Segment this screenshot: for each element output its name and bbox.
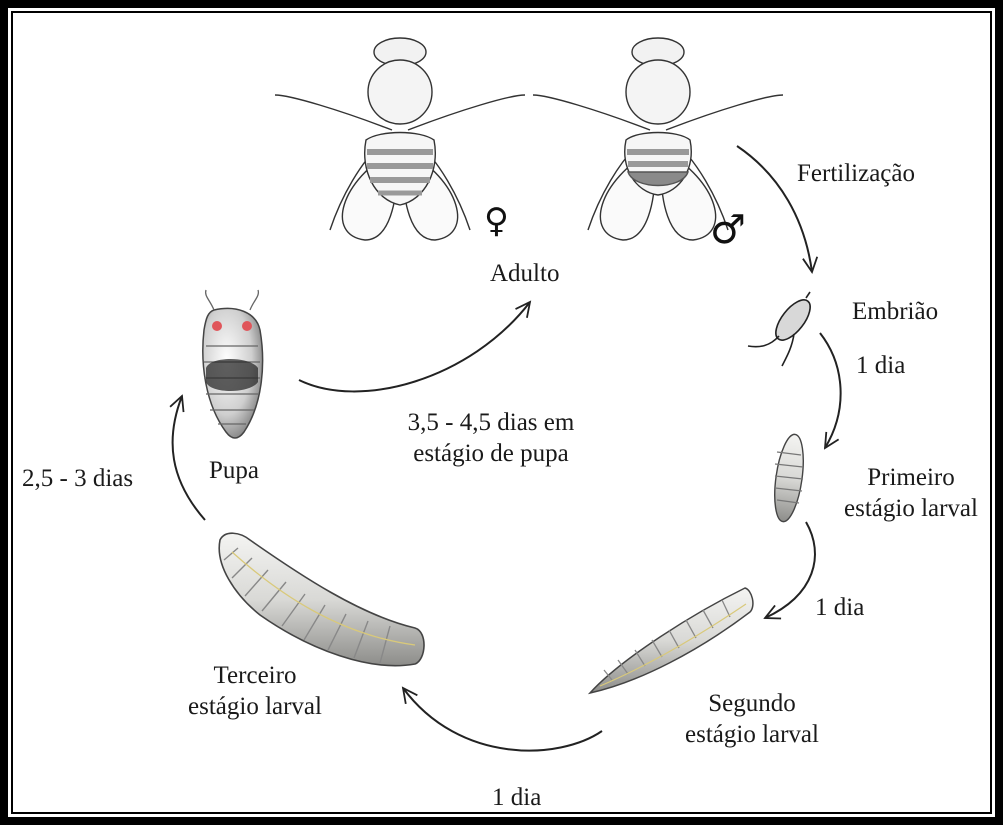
- second-larva-illustration: [590, 588, 753, 693]
- arrow-embryo-to-first: [820, 333, 841, 448]
- third-larva-illustration: [219, 533, 424, 665]
- label-fertilization: Fertilização: [797, 158, 915, 189]
- label-pupa-to-adult-line1: 3,5 - 4,5 dias em: [366, 407, 616, 438]
- label-pupa-to-adult-line2: estágio de pupa: [366, 438, 616, 469]
- label-first-larval-line2: estágio larval: [826, 493, 996, 524]
- label-second-larval-line2: estágio larval: [662, 719, 842, 750]
- label-third-larval-line2: estágio larval: [165, 691, 345, 722]
- label-embryo: Embrião: [852, 296, 938, 327]
- label-duration-first-to-second: 1 dia: [815, 592, 864, 623]
- female-symbol-icon: ♀: [484, 204, 509, 238]
- label-pupa: Pupa: [209, 455, 259, 486]
- arrow-pupa-to-adult: [299, 302, 530, 391]
- label-duration-third-to-pupa: 2,5 - 3 dias: [22, 463, 133, 494]
- male-symbol-icon: ♂: [710, 210, 746, 250]
- label-first-larval-line1: Primeiro: [826, 462, 996, 493]
- label-pupa-to-adult: 3,5 - 4,5 dias em estágio de pupa: [366, 407, 616, 469]
- label-adult: Adulto: [490, 258, 559, 289]
- label-second-larval-line1: Segundo: [662, 688, 842, 719]
- label-second-larval: Segundo estágio larval: [662, 688, 842, 750]
- label-third-larval: Terceiro estágio larval: [165, 660, 345, 722]
- label-first-larval: Primeiro estágio larval: [826, 462, 996, 524]
- first-larva-illustration: [770, 433, 808, 524]
- arrow-third-to-pupa: [173, 396, 205, 520]
- arrow-first-to-second: [765, 522, 815, 618]
- label-duration-second-to-third: 1 dia: [492, 782, 541, 813]
- label-third-larval-line1: Terceiro: [165, 660, 345, 691]
- label-duration-embryo-to-first: 1 dia: [856, 350, 905, 381]
- embryo-illustration: [748, 292, 816, 366]
- pupa-illustration: [203, 290, 263, 438]
- arrow-second-to-third: [403, 688, 602, 751]
